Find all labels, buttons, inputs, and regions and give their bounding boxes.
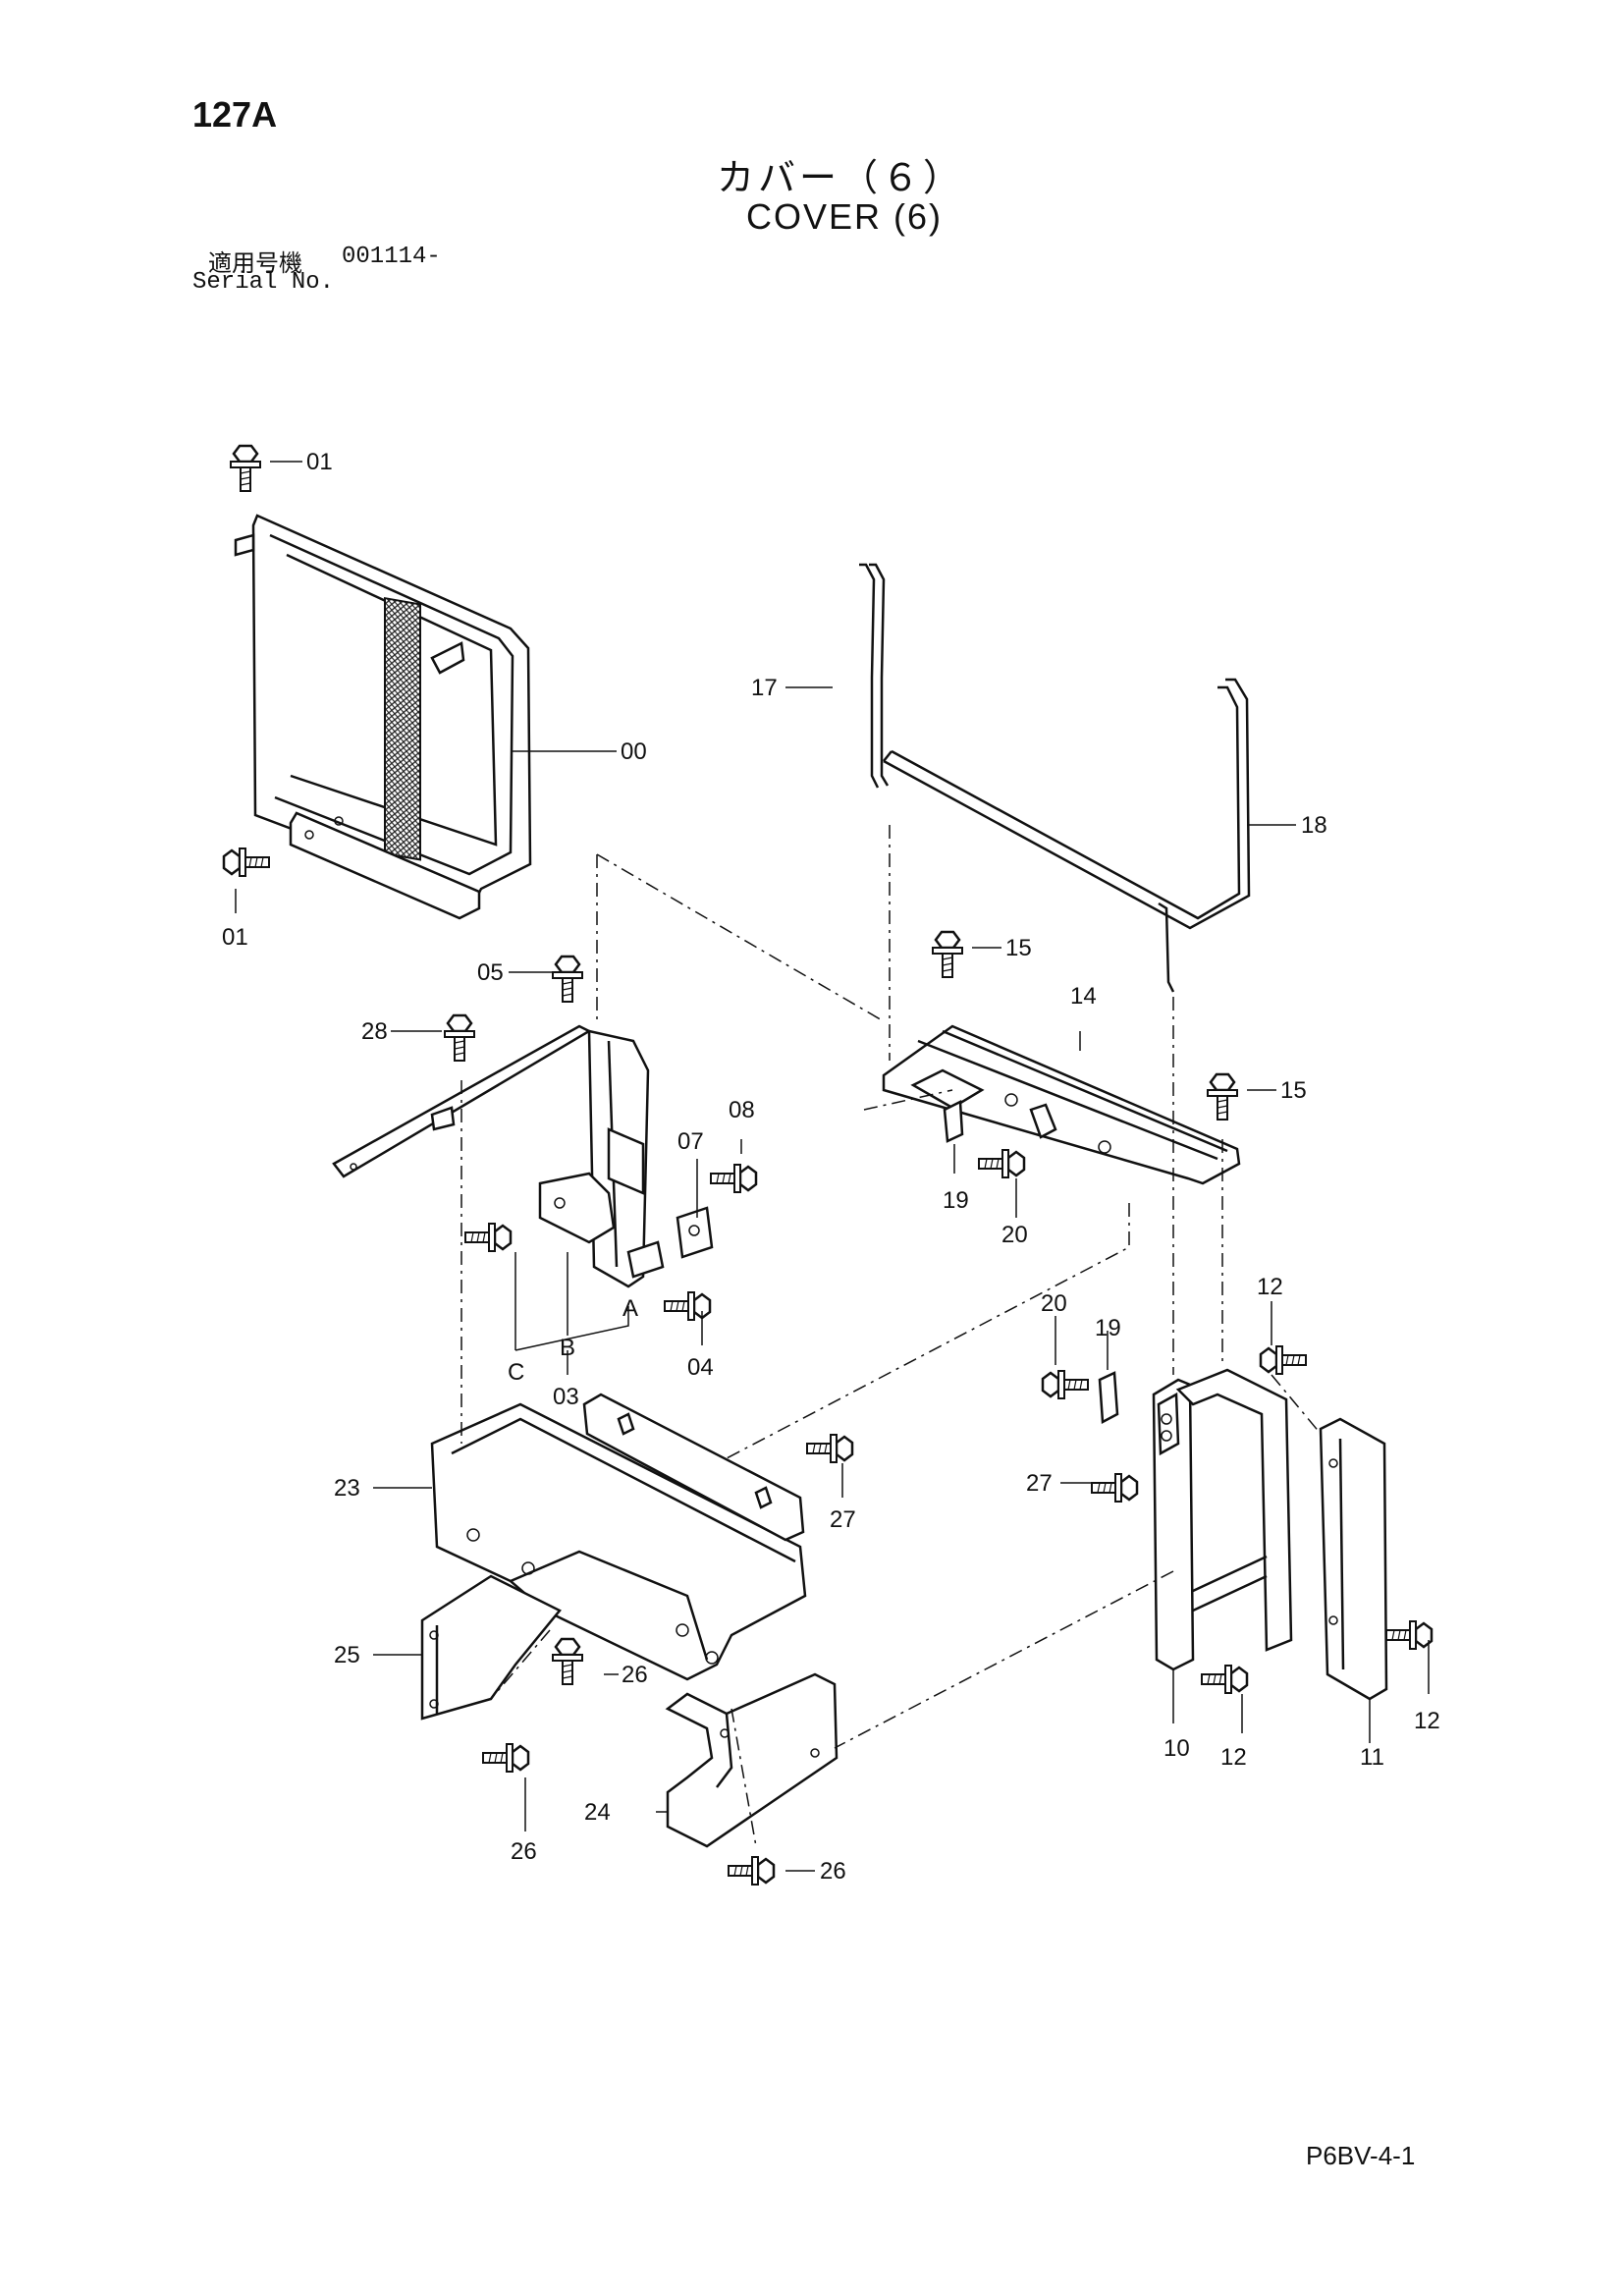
part-00-grille-cover — [234, 514, 532, 920]
callout-12-right: 12 — [1414, 1708, 1440, 1734]
callout-17: 17 — [751, 675, 778, 701]
callout-labels: 01 00 01 05 28 08 07 04 A B C 03 17 18 1… — [222, 449, 1440, 1885]
part-11-post — [1319, 1417, 1388, 1701]
part-19-clip-right — [1098, 1371, 1119, 1425]
part-19-clip-left — [943, 1100, 964, 1143]
callout-18: 18 — [1301, 812, 1327, 839]
callout-26-left: 26 — [511, 1838, 537, 1865]
callout-08: 08 — [729, 1097, 755, 1123]
callout-25: 25 — [334, 1642, 360, 1668]
leader-lines — [235, 461, 1430, 1872]
callout-10: 10 — [1163, 1735, 1190, 1762]
part-24-cover — [665, 1672, 839, 1848]
part-10-post — [1152, 1368, 1293, 1671]
part-25-plate — [420, 1574, 562, 1721]
title-japanese: カバー（６） — [717, 156, 965, 199]
bolt-15-right — [1206, 1072, 1239, 1121]
bolt-04 — [663, 1290, 712, 1322]
serial-label-english: Serial No. — [192, 269, 335, 296]
callout-20-upper: 20 — [1001, 1222, 1028, 1248]
callout-15-right: 15 — [1280, 1077, 1307, 1104]
bolt-01-top — [229, 444, 262, 493]
callout-14: 14 — [1070, 983, 1097, 1010]
bolt-20-upper — [977, 1148, 1026, 1179]
assembly-guide-lines — [460, 825, 1322, 1847]
title-english: COVER (6) — [746, 196, 944, 237]
callout-27-left: 27 — [830, 1506, 856, 1533]
serial-label-japanese: 適用号機 — [208, 249, 302, 277]
bolt-12-bottom — [1200, 1664, 1249, 1695]
bolt-08 — [709, 1163, 758, 1194]
callout-12-bottom: 12 — [1220, 1744, 1247, 1771]
bolt-26-left — [481, 1742, 530, 1774]
callout-00: 00 — [621, 738, 647, 765]
bolt-05 — [551, 955, 584, 1004]
callout-19-lower: 19 — [1095, 1315, 1121, 1341]
callout-26-lower: 26 — [820, 1858, 846, 1885]
callout-12-top: 12 — [1257, 1274, 1283, 1300]
callout-07: 07 — [677, 1128, 704, 1155]
part-17-rod — [859, 563, 890, 789]
callout-01-top: 01 — [306, 449, 333, 475]
bolt-12-top — [1259, 1344, 1308, 1376]
callout-15-left: 15 — [1005, 935, 1032, 961]
callout-19-upper: 19 — [943, 1187, 969, 1214]
bolt-03 — [463, 1222, 513, 1253]
reference-a: A — [622, 1295, 638, 1322]
serial-number-value: 001114- — [342, 244, 441, 270]
callout-04: 04 — [687, 1354, 714, 1381]
callout-28: 28 — [361, 1018, 388, 1045]
reference-b: B — [560, 1335, 575, 1361]
bolt-12-right — [1384, 1619, 1434, 1651]
bolt-27-left — [805, 1433, 854, 1464]
bolt-28 — [443, 1013, 476, 1063]
callout-20-lower: 20 — [1041, 1290, 1067, 1317]
callout-24: 24 — [584, 1799, 611, 1826]
callout-03: 03 — [553, 1384, 579, 1410]
callout-27-right: 27 — [1026, 1470, 1053, 1497]
bolt-20-lower — [1041, 1369, 1090, 1400]
left-frame — [332, 1024, 714, 1288]
bolt-15-left — [931, 930, 964, 979]
reference-c: C — [508, 1359, 524, 1386]
callout-01-left: 01 — [222, 924, 248, 951]
part-18-rod-leg — [1158, 902, 1175, 993]
bolt-26-upper — [551, 1637, 584, 1686]
drawing-code: P6BV-4-1 — [1306, 2141, 1416, 2170]
callout-11: 11 — [1360, 1744, 1384, 1771]
bolt-27-right — [1090, 1472, 1139, 1503]
part-14-bracket — [882, 1024, 1241, 1185]
callout-26-upper: 26 — [622, 1662, 648, 1688]
page-number: 127A — [192, 94, 278, 135]
callout-23: 23 — [334, 1475, 360, 1502]
part-18-rod — [883, 678, 1251, 930]
bolt-26-lower — [727, 1855, 776, 1886]
callout-05: 05 — [477, 959, 504, 986]
bolt-01-left — [222, 847, 271, 878]
part-23-tray — [430, 1393, 807, 1681]
